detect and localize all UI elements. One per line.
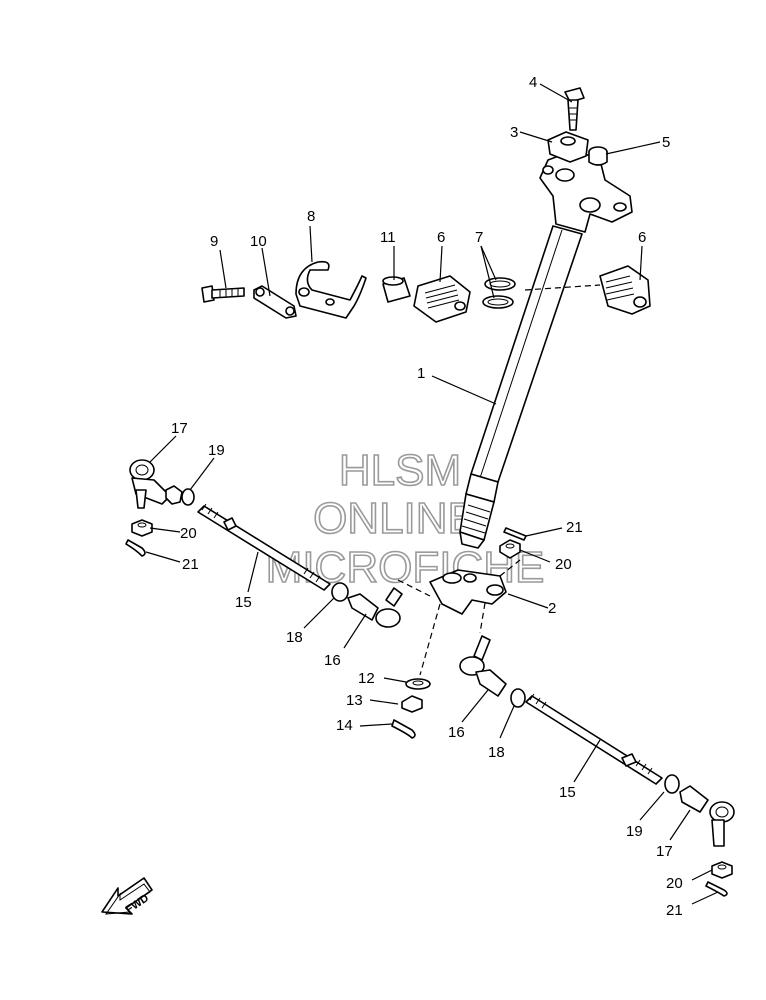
callout-12: 12 [358,670,375,687]
callout-15-right: 15 [559,784,576,801]
callout-21-right: 21 [666,902,683,919]
nut-part-13 [401,695,423,713]
bushing-part-6-left [413,275,471,323]
tie-rod-end-part-17-right [679,785,735,847]
callout-9: 9 [210,233,218,250]
callout-21-center: 21 [566,519,583,536]
callout-16-right: 16 [448,724,465,741]
callout-18-right: 18 [488,744,505,761]
callout-5: 5 [662,134,670,151]
callout-6-left: 6 [437,229,445,246]
tie-rod-part-15-left [197,503,331,591]
callout-11: 11 [380,229,396,246]
callout-16-left: 16 [324,652,341,669]
bracket-part-8 [295,260,367,319]
callout-17-right: 17 [656,843,673,860]
cotter-pin-part-21-center [503,527,527,541]
callout-3: 3 [510,124,518,141]
nut-part-18-left [331,582,349,602]
tie-rod-end-part-16-left [347,587,403,628]
steering-column-part [459,149,633,549]
callout-20-left: 20 [180,525,197,542]
cotter-pin-part-21-left [125,539,146,557]
callout-2: 2 [548,600,556,617]
fwd-arrow-icon: FWD [101,877,153,916]
callout-20-right: 20 [666,875,683,892]
watermark-line-1: HLSM [339,446,461,495]
callout-1: 1 [417,365,425,382]
callout-18-left: 18 [286,629,303,646]
nut-part-20-right [711,861,733,879]
callout-4: 4 [529,74,537,91]
bushing-part-11 [382,276,411,303]
leader-lines [145,83,719,905]
callout-20-center: 20 [555,556,572,573]
bolt-part-4 [564,87,585,131]
nut-part-19-left [165,485,195,506]
collar-part-5 [588,146,608,166]
stay-part-10 [253,285,297,319]
nut-part-19-right [664,774,680,794]
nut-part-20-left [131,519,153,537]
bushing-part-6-right [599,265,651,315]
callout-labels: 4 3 5 8 9 10 11 6 7 6 1 17 19 20 21 21 2… [171,74,683,919]
tie-rod-part-15-right [525,693,663,785]
callout-19-left: 19 [208,442,225,459]
tie-rod-end-part-16-right [459,635,507,697]
oring-part-7 [482,277,516,309]
watermark-line-2: ONLINE [313,494,477,543]
callout-7: 7 [475,229,483,246]
cotter-pin-part-14 [391,719,416,739]
nut-part-20-center [499,539,521,559]
nut-part-18-right [510,688,526,708]
cotter-pin-part-21-right [705,881,728,897]
callout-6-right: 6 [638,229,646,246]
callout-15-left: 15 [235,594,252,611]
pitman-arm-part-2 [397,559,521,676]
callout-8: 8 [307,208,315,225]
callout-19-right: 19 [626,823,643,840]
callout-21-left: 21 [182,556,199,573]
bolt-part-9 [201,285,245,303]
callout-10: 10 [250,233,267,250]
callout-13: 13 [346,692,363,709]
washer-part-12 [405,678,431,690]
callout-14: 14 [336,717,353,734]
callout-17-left: 17 [171,420,188,437]
bushing-cap-part-3 [547,131,589,163]
tie-rod-end-part-17-left [129,459,171,509]
